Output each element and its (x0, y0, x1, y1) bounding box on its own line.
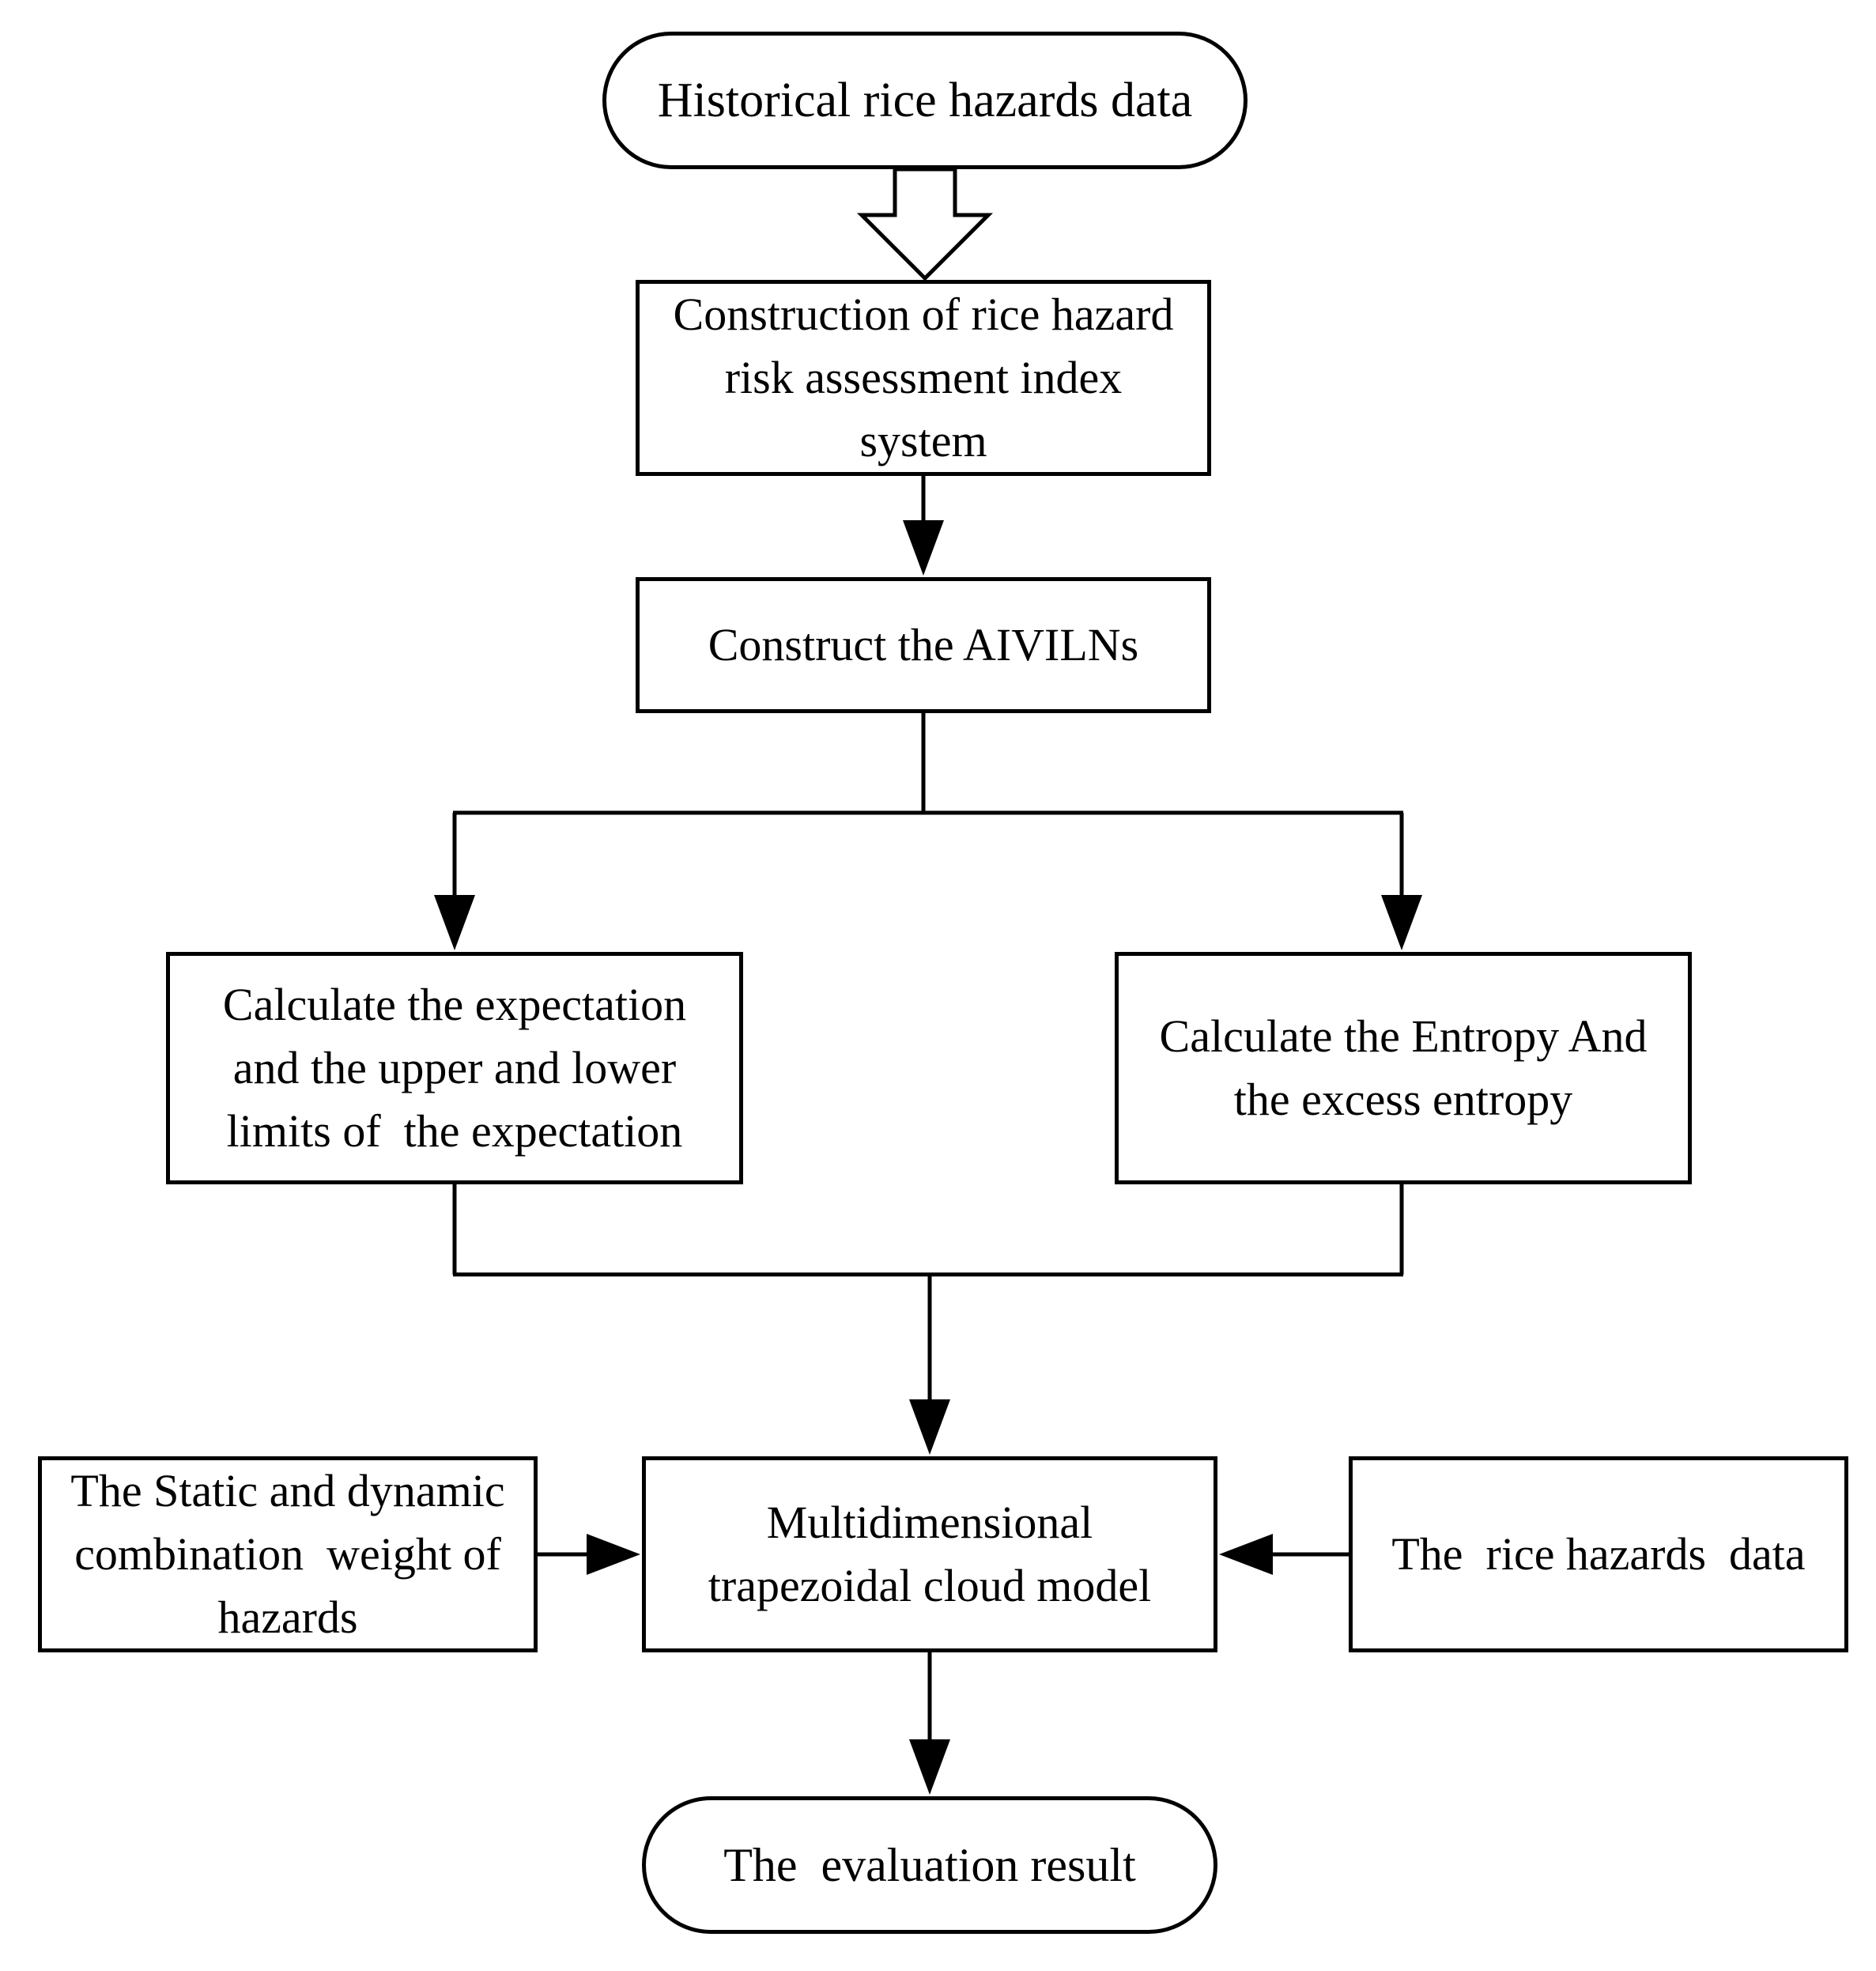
node-label: Calculate the expectation and the upper … (222, 979, 687, 1157)
node-index-system: Construction of rice hazard risk assessm… (636, 280, 1211, 476)
arrowhead (903, 520, 944, 576)
start-node-historical-data: Historical rice hazards data (602, 32, 1248, 169)
node-label: Historical rice hazards data (657, 74, 1193, 127)
node-label: Multidimensional trapezoidal cloud model (708, 1497, 1152, 1611)
node-combination-weight: The Static and dynamic combination weigh… (38, 1456, 538, 1652)
arrowhead (909, 1739, 950, 1795)
arrowhead (1381, 895, 1422, 950)
node-label: Calculate the Entropy And the excess ent… (1159, 1010, 1648, 1125)
node-label: The Static and dynamic combination weigh… (70, 1465, 505, 1643)
end-node-evaluation-result: The evaluation result (642, 1796, 1217, 1934)
arrowhead (434, 895, 475, 950)
node-construct-aivilns: Construct the AIVILNs (636, 577, 1211, 713)
node-label: Construction of rice hazard risk assessm… (673, 289, 1174, 466)
node-label: Construct the AIVILNs (708, 619, 1139, 670)
arrowhead (587, 1534, 640, 1575)
hollow-arrow (856, 167, 994, 281)
arrowhead (909, 1399, 950, 1455)
arrowhead (1219, 1534, 1273, 1575)
node-hazards-data: The rice hazards data (1349, 1456, 1848, 1652)
node-calculate-expectation: Calculate the expectation and the upper … (166, 952, 743, 1184)
node-calculate-entropy: Calculate the Entropy And the excess ent… (1115, 952, 1692, 1184)
node-label: The rice hazards data (1391, 1528, 1806, 1580)
node-cloud-model: Multidimensional trapezoidal cloud model (642, 1456, 1217, 1652)
node-label: The evaluation result (723, 1839, 1136, 1891)
